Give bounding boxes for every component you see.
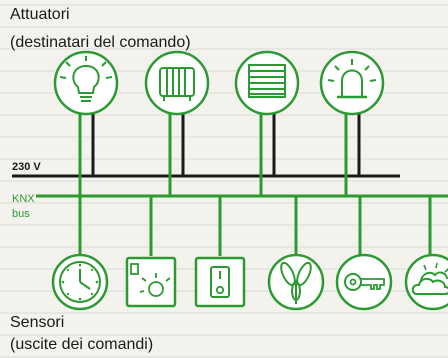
wind-sensor-icon: [267, 253, 325, 311]
motion-detector-icon: [125, 256, 177, 308]
blind-icon: [234, 50, 300, 116]
sensors-title: Sensori: [10, 314, 65, 331]
clock-icon: [51, 253, 109, 311]
radiator-icon: [144, 50, 210, 116]
bus-label-bus: bus: [12, 208, 30, 220]
alarm-light-icon: [319, 50, 385, 116]
key-icon: [335, 253, 393, 311]
sensor-connections: [78, 196, 432, 256]
actuators-subtitle: (destinatari del comando): [10, 34, 191, 51]
actuator-connections: [78, 114, 361, 196]
power-line-label: 230 V: [12, 161, 41, 173]
lamp-icon: [53, 50, 119, 116]
actuators-title: Attuatori: [10, 6, 70, 23]
bus-label-knx: KNX: [12, 193, 35, 205]
switch-icon: [194, 256, 246, 308]
sensors-subtitle: (uscite dei comandi): [10, 336, 154, 353]
weather-icon: [404, 253, 448, 311]
